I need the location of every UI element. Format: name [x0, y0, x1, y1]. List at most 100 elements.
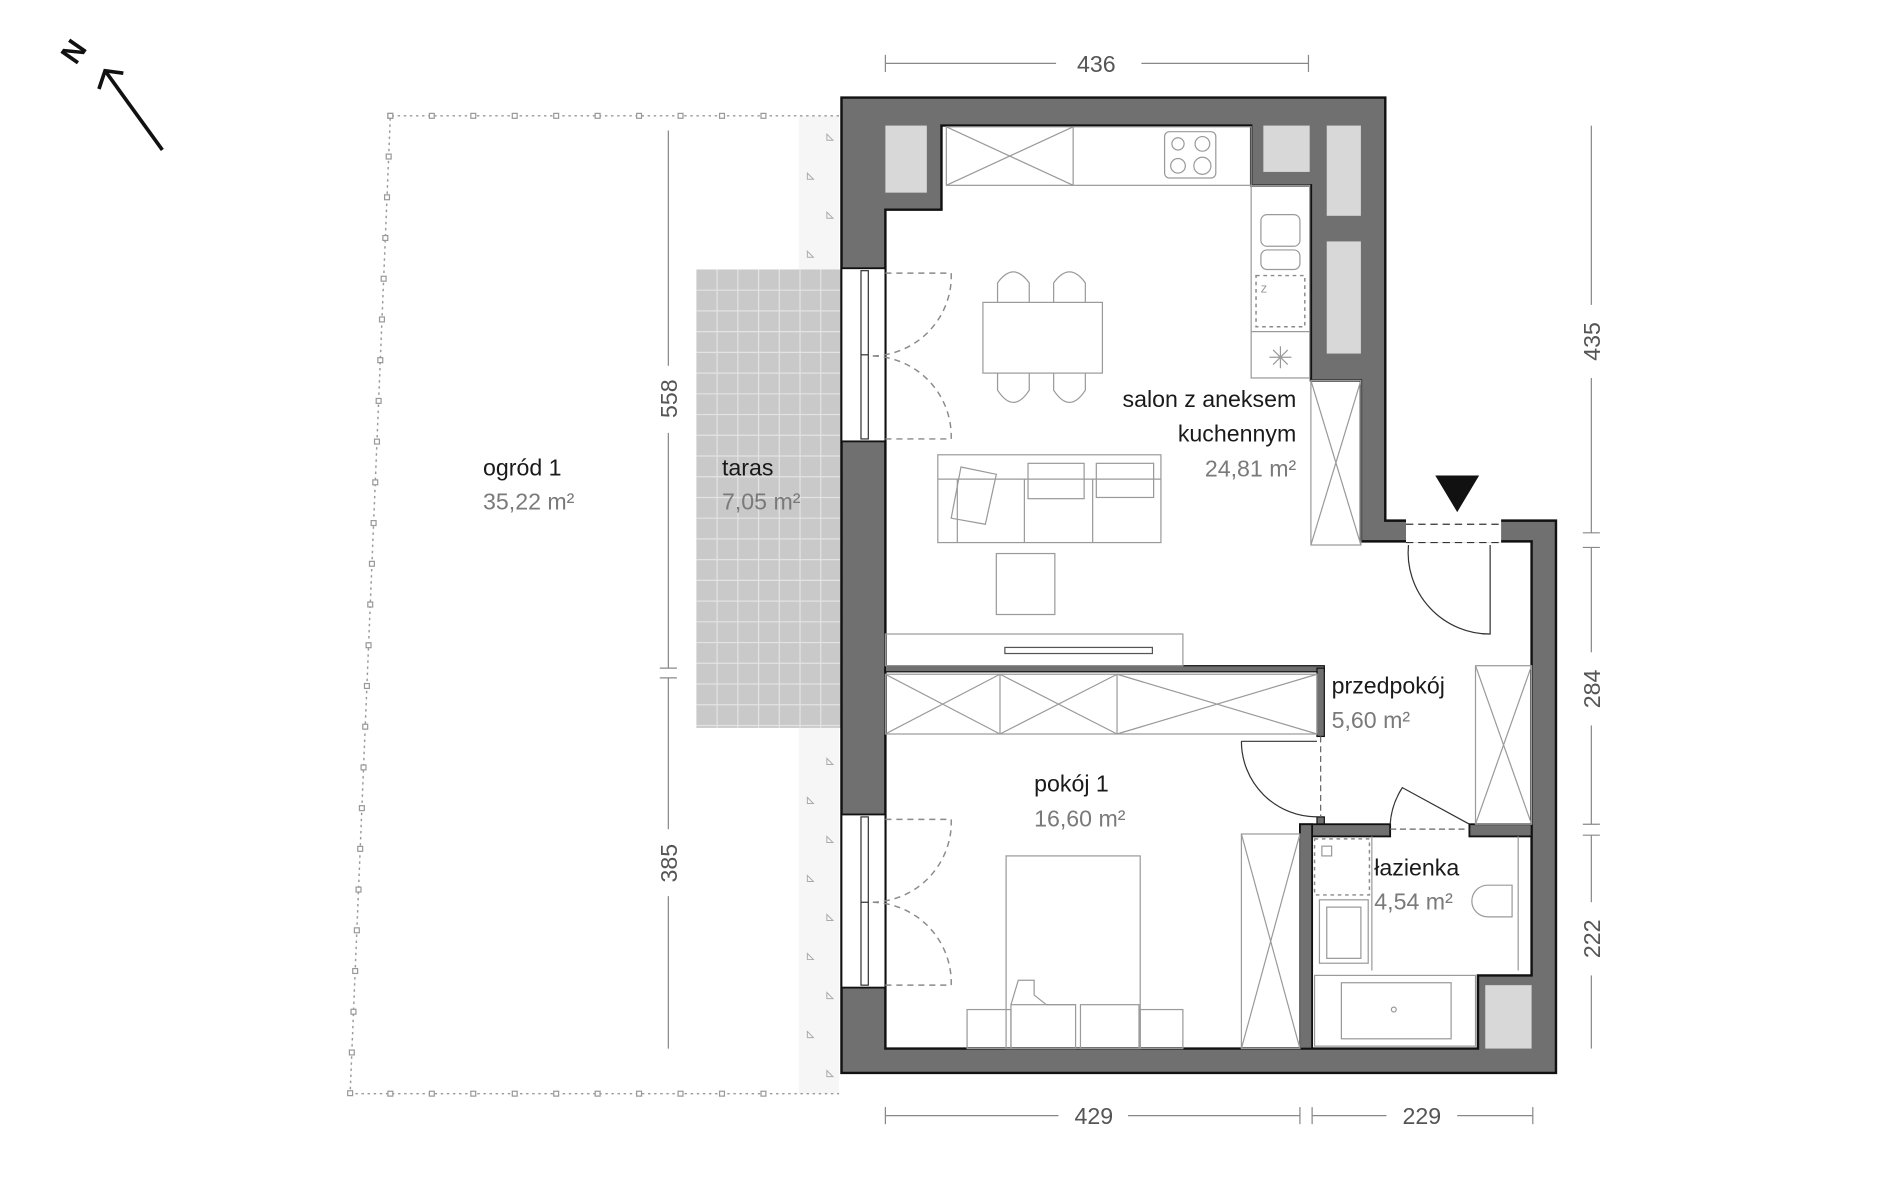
shaft	[885, 125, 927, 193]
fence-post	[350, 1008, 357, 1015]
fence-post	[382, 234, 389, 242]
window-salon	[840, 267, 952, 443]
fence-post	[372, 479, 379, 486]
shaft	[1326, 241, 1361, 354]
dim-left-upper: 558	[656, 379, 682, 418]
hatch-mark	[826, 1069, 835, 1078]
fence-post	[594, 1090, 601, 1097]
fence-post	[383, 194, 391, 201]
fence-post	[348, 1049, 355, 1056]
dim-top: 436	[1077, 51, 1116, 77]
fence-post	[385, 153, 392, 160]
hatch-mark	[826, 835, 835, 843]
wall	[884, 665, 1325, 673]
fence-post	[553, 112, 560, 119]
hatch-mark	[806, 952, 815, 961]
fence-post	[470, 1090, 477, 1097]
dim-right-lower: 222	[1579, 920, 1605, 959]
paving-hatch	[806, 132, 835, 1078]
entrance-door[interactable]	[1407, 544, 1491, 635]
dim-bottom-right: 229	[1403, 1103, 1442, 1129]
hatch-mark	[826, 210, 835, 219]
dim-right-middle: 284	[1579, 669, 1605, 708]
fence-post	[352, 967, 359, 975]
fence-post	[677, 112, 684, 119]
entrance-arrow-icon	[1435, 475, 1480, 513]
pokoj-door[interactable]	[1240, 740, 1317, 818]
fence-post	[718, 1090, 726, 1097]
room-name-przedpokoj: przedpokój	[1332, 673, 1445, 699]
fence-post	[358, 805, 365, 812]
room-area-przedpokoj: 5,60 m²	[1332, 707, 1411, 733]
fence-post	[594, 112, 601, 119]
wall	[1299, 823, 1392, 838]
room-name-taras: taras	[722, 455, 773, 481]
hatch-mark	[826, 757, 835, 765]
room-area-lazienka: 4,54 m²	[1374, 889, 1453, 915]
bed	[966, 855, 1184, 1050]
hatch-mark	[826, 991, 835, 1000]
fence-post	[365, 642, 372, 649]
room-name-pokoj: pokój 1	[1034, 770, 1109, 796]
fence-post	[353, 927, 360, 934]
room-name-lazienka: łazienka	[1374, 854, 1459, 880]
fence-post	[347, 1090, 354, 1097]
fence-post	[470, 112, 477, 119]
fence-post	[636, 112, 643, 119]
fence-post	[367, 601, 374, 608]
room-area-salon: 24,81 m²	[1205, 456, 1297, 482]
toilet-icon	[1471, 884, 1513, 918]
fridge-icon	[1269, 346, 1292, 369]
fence-post	[377, 357, 384, 364]
fence-post	[360, 764, 367, 771]
fence-post	[363, 682, 370, 690]
fence-post	[511, 112, 518, 119]
fence-post	[677, 1090, 684, 1097]
fence-post	[636, 1090, 643, 1097]
room-name-salon-2: kuchennym	[1178, 420, 1296, 446]
dimension-lines	[659, 54, 1600, 1125]
tv-console	[884, 633, 1184, 667]
bathroom-door[interactable]	[1389, 786, 1470, 825]
hall-wardrobe	[1474, 665, 1533, 825]
hatch-mark	[826, 913, 835, 922]
fence-post	[375, 397, 382, 404]
svg-text:Z: Z	[1261, 285, 1267, 296]
hatch-mark	[806, 796, 815, 804]
compass-label: N	[55, 34, 93, 70]
garden-fence-posts	[347, 112, 767, 1097]
dim-right-upper: 435	[1579, 322, 1605, 361]
room-name-salon: salon z aneksem	[1123, 386, 1297, 412]
fence-post	[362, 723, 369, 730]
hatch-mark	[806, 874, 815, 883]
fence-post	[373, 438, 381, 445]
hatch-mark	[826, 132, 835, 141]
wardrobe	[884, 673, 1318, 735]
room-area-taras: 7,05 m²	[722, 489, 801, 515]
fence-post	[428, 1090, 435, 1097]
wall	[1316, 667, 1325, 738]
fence-post	[370, 520, 377, 527]
north-arrow-icon: N	[55, 34, 164, 152]
terrace	[696, 269, 842, 728]
fence-post	[428, 112, 435, 119]
fence-post	[357, 845, 364, 852]
window-pokoj	[840, 813, 952, 989]
fence-post	[368, 560, 375, 567]
room-area-pokoj: 16,60 m²	[1034, 806, 1126, 832]
dim-bottom-left: 429	[1075, 1103, 1114, 1129]
room-name-ogrod: ogród 1	[483, 455, 562, 481]
fence-post	[387, 1090, 394, 1097]
shaft	[1485, 985, 1532, 1049]
fence-post	[378, 316, 386, 323]
sink-icon	[1260, 213, 1301, 247]
wall	[1299, 823, 1314, 1050]
fence-post	[380, 275, 387, 282]
hatch-mark	[806, 1030, 815, 1039]
room-area-ogrod: 35,22 m²	[483, 489, 575, 515]
shaft	[1263, 125, 1310, 172]
sofa	[937, 454, 1162, 616]
dim-left-lower: 385	[656, 844, 682, 883]
wardrobe	[1240, 833, 1301, 1050]
